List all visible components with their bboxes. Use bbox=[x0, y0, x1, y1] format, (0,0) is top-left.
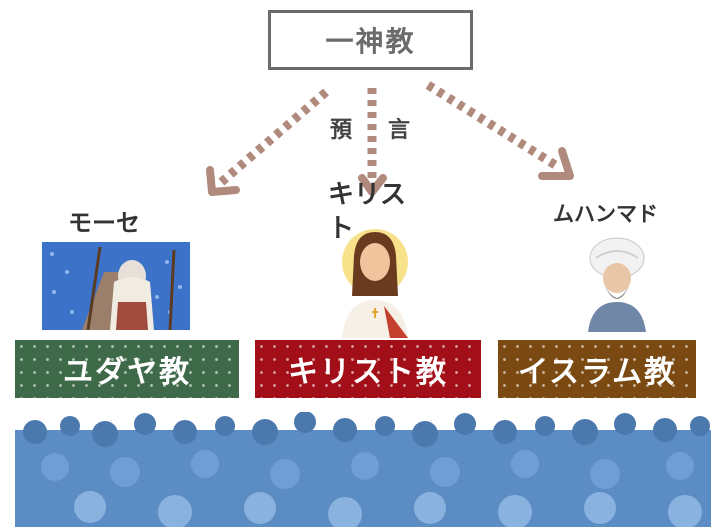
prophecy-char-2: 言 bbox=[388, 118, 411, 143]
monotheism-title: 一神教 bbox=[325, 25, 416, 58]
arrowhead-christ bbox=[358, 174, 387, 196]
christ-illustration bbox=[342, 229, 408, 338]
prophecy-char-1: 預 bbox=[330, 118, 353, 143]
judaism-label: ユダヤ教 bbox=[63, 355, 191, 390]
mohammed-illustration bbox=[588, 237, 646, 332]
mohammed-label: ムハンマド bbox=[553, 202, 658, 226]
islam-label: イスラム教 bbox=[517, 355, 677, 390]
arrow-to-moses bbox=[215, 88, 329, 189]
moses-label: モーセ bbox=[68, 209, 140, 237]
judaism-band: ユダヤ教 bbox=[15, 340, 239, 398]
moses-illustration bbox=[42, 242, 190, 330]
monotheism-box: 一神教 bbox=[268, 10, 473, 70]
arrow-to-mohammed bbox=[425, 81, 563, 172]
islam-band: イスラム教 bbox=[498, 340, 696, 398]
christ-label: キリスト bbox=[328, 180, 407, 244]
crowd-illustration bbox=[15, 412, 711, 527]
christianity-label: キリスト教 bbox=[288, 355, 448, 390]
arrowhead-mohammed bbox=[538, 147, 574, 180]
arrowhead-moses bbox=[206, 166, 240, 196]
christianity-band: キリスト教 bbox=[255, 340, 481, 398]
